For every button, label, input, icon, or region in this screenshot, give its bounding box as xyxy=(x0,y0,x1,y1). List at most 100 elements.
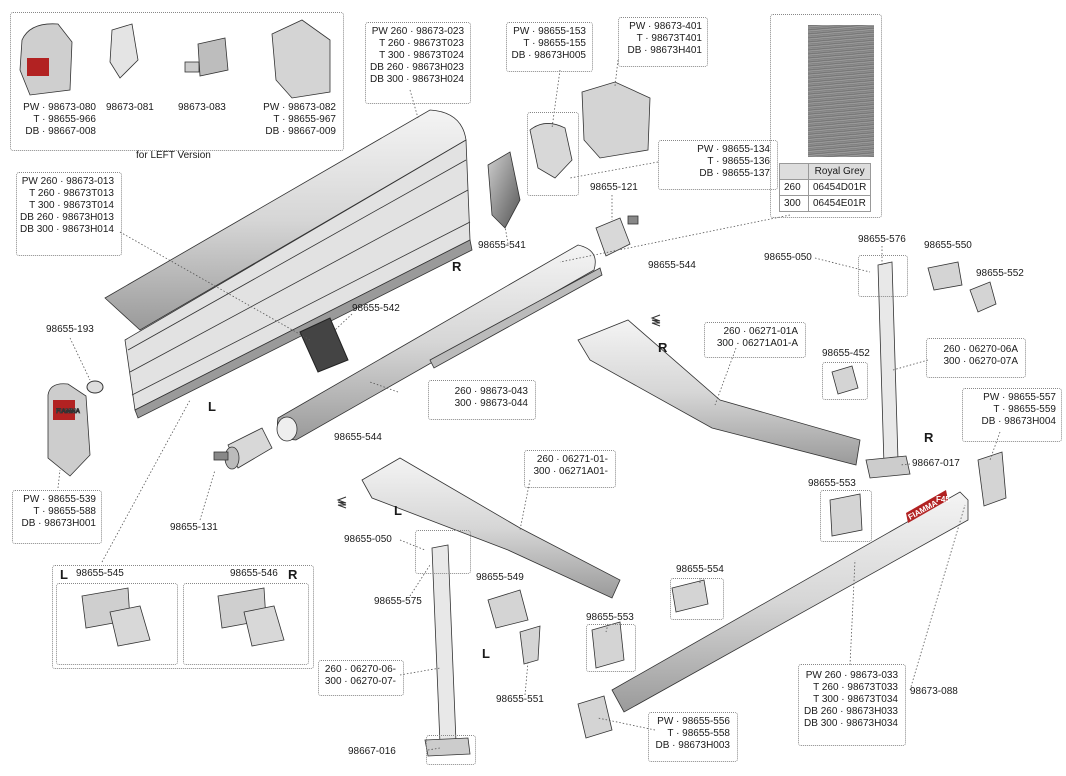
label-part-016: 98667-016 xyxy=(348,746,396,757)
left-end-cap: FIAMMA xyxy=(47,383,91,477)
label-part-081: 98673-081 xyxy=(106,102,154,113)
box-016 xyxy=(426,735,476,765)
label-part-452: 98655-452 xyxy=(822,348,870,359)
springs xyxy=(336,314,661,509)
box-050-left xyxy=(415,530,471,574)
label-box-271-left: 260 · 06271-01- 300 · 06271A01- xyxy=(533,454,608,477)
letter-l-arm: L xyxy=(394,503,402,518)
color-table-header: Royal Grey xyxy=(807,163,872,180)
letter-r-arm: R xyxy=(658,340,668,355)
box-043 xyxy=(428,380,536,420)
box-01a xyxy=(704,322,806,358)
label-box-01a: 260 · 06271-01A 300 · 06271A01-A xyxy=(716,326,798,349)
box-539 xyxy=(12,490,102,544)
box-134 xyxy=(658,140,778,190)
label-part-542: 98655-542 xyxy=(352,303,400,314)
awning-case xyxy=(104,109,473,419)
label-part-545: 98655-545 xyxy=(76,568,124,579)
top-right-parts xyxy=(529,81,651,179)
color-table-code: 06454D01R xyxy=(807,179,872,196)
model-text: F45 xyxy=(936,495,950,504)
label-part-554: 98655-554 xyxy=(676,564,724,575)
roller-tube xyxy=(276,244,603,442)
label-box-557: PW · 98655-557 T · 98655-559 DB · 98673H… xyxy=(981,392,1057,427)
box-556 xyxy=(648,712,738,762)
label-part-121: 98655-121 xyxy=(590,182,638,193)
letter-l-top: L xyxy=(208,399,216,414)
label-part-576: 98655-576 xyxy=(858,234,906,245)
box-452 xyxy=(822,362,868,400)
box-553-right xyxy=(820,490,872,542)
part-542-shape xyxy=(299,317,349,373)
label-part-575: 98655-575 xyxy=(374,596,422,607)
label-part-050-left: 98655-050 xyxy=(344,534,392,545)
fabric-box xyxy=(770,14,882,218)
label-part-546: 98655-546 xyxy=(230,568,278,579)
box-271-left xyxy=(524,450,616,488)
front-rail xyxy=(611,490,969,713)
box-553-bottom xyxy=(586,624,636,672)
letter-l-bracket: L xyxy=(60,567,68,582)
label-part-552: 98655-552 xyxy=(976,268,1024,279)
drive-right xyxy=(595,215,639,257)
label-part-553-right: 98655-553 xyxy=(808,478,856,489)
label-part-131: 98655-131 xyxy=(170,522,218,533)
color-table-size: 300 xyxy=(779,195,809,212)
label-part-541: 98655-541 xyxy=(478,240,526,251)
label-box-270-left: 260 · 06270-06- 300 · 06270-07- xyxy=(324,664,396,687)
box-153-part xyxy=(527,112,579,196)
box-576 xyxy=(858,255,908,297)
letter-r-leg: R xyxy=(924,430,934,445)
label-part-550: 98655-550 xyxy=(924,240,972,251)
label-box-023: PW 260 · 98673-023 T 260 · 98673T023 T 3… xyxy=(370,26,464,85)
label-box-134: PW · 98655-134 T · 98655-136 DB · 98655-… xyxy=(697,144,770,179)
leg-right xyxy=(865,261,911,479)
box-270-left xyxy=(318,660,404,696)
label-cap-left-top: PW · 98673-080 T · 98655-966 DB · 98667-… xyxy=(23,102,96,137)
color-table: Royal Grey 260 06454D01R 300 06454E01R xyxy=(779,163,872,212)
box-013 xyxy=(16,172,122,256)
bracket-541 xyxy=(487,151,521,229)
letter-r-top: R xyxy=(452,259,462,274)
label-box-033: PW 260 · 98673-033 T 260 · 98673T033 T 3… xyxy=(804,670,898,729)
color-table-corner xyxy=(779,163,809,180)
top-left-parts xyxy=(19,19,331,99)
fabric-swatch xyxy=(808,25,874,157)
spring-drive-left xyxy=(213,427,273,470)
box-023 xyxy=(365,22,471,104)
leader-lines xyxy=(57,59,1001,751)
color-table-code: 06454E01R xyxy=(807,195,872,212)
box-554 xyxy=(670,578,724,620)
label-left-version: for LEFT Version xyxy=(136,150,211,161)
svg-text:FIAMMA: FIAMMA xyxy=(56,409,81,415)
label-box-401: PW · 98673-401 T · 98673T401 DB · 98673H… xyxy=(627,21,703,56)
label-part-050-right: 98655-050 xyxy=(764,252,812,263)
box-153 xyxy=(506,22,593,72)
label-cap-082: PW · 98673-082 T · 98655-967 DB · 98667-… xyxy=(263,102,336,137)
label-box-06a: 260 · 06270-06A 300 · 06270-07A xyxy=(943,344,1018,367)
bracket-group-box xyxy=(52,565,314,669)
label-part-017: 98667-017 xyxy=(912,458,960,469)
letter-l-small: L xyxy=(482,646,490,661)
label-box-556: PW · 98655-556 T · 98655-558 DB · 98673H… xyxy=(655,716,731,751)
color-table-size: 260 xyxy=(779,179,809,196)
label-part-544-bottom: 98655-544 xyxy=(334,432,382,443)
bracket-left-box xyxy=(56,583,178,665)
bracket-right-box xyxy=(183,583,309,665)
box-033 xyxy=(798,664,906,746)
letter-r-bracket: R xyxy=(288,567,298,582)
top-left-group-box xyxy=(10,12,344,151)
leg-left xyxy=(424,544,471,757)
box-557 xyxy=(962,388,1062,442)
hardware xyxy=(487,261,1007,739)
label-part-553-bottom: 98655-553 xyxy=(586,612,634,623)
label-part-083: 98673-083 xyxy=(178,102,226,113)
label-box-539: PW · 98655-539 T · 98655-588 DB · 98673H… xyxy=(21,494,97,529)
label-box-043: 260 · 98673-043 300 · 98673-044 xyxy=(454,386,528,409)
arm-left xyxy=(361,457,621,599)
label-part-544-top: 98655-544 xyxy=(648,260,696,271)
label-part-551: 98655-551 xyxy=(496,694,544,705)
box-06a xyxy=(926,338,1026,378)
arm-right xyxy=(577,319,861,466)
